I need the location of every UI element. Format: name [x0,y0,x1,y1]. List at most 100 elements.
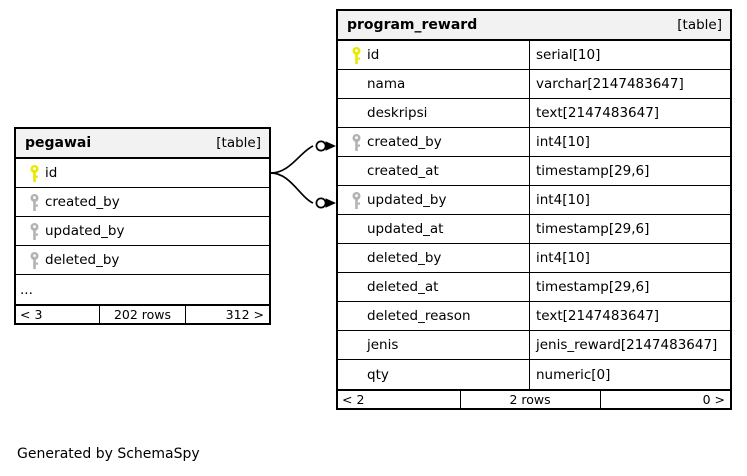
column-list-program_reward: id serial[10] nama varchar[2147483647] deskr… [338,41,730,389]
column-name-cell: updated_at [338,215,529,243]
column-row[interactable]: id [16,159,269,188]
relationship-pegawai-id-to-program_reward-updated_by [270,172,336,209]
primary-key-icon [23,164,45,182]
column-name-cell: updated_by [338,186,529,214]
table-header-pegawai: pegawai [table] [16,129,269,159]
column-name: created_by [367,134,442,150]
column-name: jenis [367,337,399,353]
column-row[interactable]: jenis jenis_reward[2147483647] [338,331,730,360]
column-name-cell: deleted_at [338,273,529,301]
column-type-cell: timestamp[29,6] [529,157,730,185]
foreign-key-icon [23,251,45,269]
column-row[interactable]: deleted_by [16,246,269,275]
column-name: updated_by [45,223,125,239]
column-type-cell: serial[10] [529,41,730,69]
column-type-cell: varchar[2147483647] [529,70,730,98]
table-type-label: [table] [677,17,722,33]
table-title: pegawai [25,135,92,151]
column-name-cell: ... [16,275,269,304]
foreign-key-icon [23,222,45,240]
column-type: timestamp[29,6] [536,163,650,179]
column-name: nama [367,76,406,92]
column-type-cell: int4[10] [529,186,730,214]
column-row[interactable]: qty numeric[0] [338,360,730,389]
cardinality-many-arrow [325,141,336,151]
column-list-pegawai: id created_by updated_by deleted_by... [16,159,269,304]
footer-next-count[interactable]: 312 > [225,307,264,322]
column-name: updated_at [367,221,444,237]
footer-next-count[interactable]: 0 > [702,392,725,407]
column-type: int4[10] [536,134,590,150]
column-type: int4[10] [536,250,590,266]
column-name-cell: id [338,41,529,69]
column-name-cell: created_at [338,157,529,185]
generated-by-caption: Generated by SchemaSpy [17,446,200,462]
column-row[interactable]: deleted_by int4[10] [338,244,730,273]
column-name: deleted_reason [367,308,471,324]
column-name: updated_by [367,192,447,208]
foreign-key-icon [23,193,45,211]
cardinality-zero-circle [315,140,327,152]
column-name: id [367,47,380,63]
footer-row-count: 202 rows [99,306,186,323]
cardinality-zero-circle [315,197,327,209]
column-name: deleted_by [45,252,120,268]
relationship-pegawai-id-to-program_reward-created_by [270,140,336,174]
column-row[interactable]: ... [16,275,269,304]
column-row[interactable]: id serial[10] [338,41,730,70]
column-row[interactable]: created_by int4[10] [338,128,730,157]
column-name: qty [367,366,389,383]
column-name: id [45,165,58,181]
column-name-cell: deleted_reason [338,302,529,330]
column-row[interactable]: updated_by int4[10] [338,186,730,215]
foreign-key-icon [345,191,367,209]
table-footer-pegawai: < 3 202 rows 312 > [16,304,269,323]
foreign-key-icon [345,133,367,151]
column-type-cell: jenis_reward[2147483647] [529,331,730,359]
column-type-cell: numeric[0] [529,360,730,389]
column-type-cell: text[2147483647] [529,302,730,330]
column-type: text[2147483647] [536,308,660,324]
column-name-cell: updated_by [16,217,269,245]
column-name: deleted_by [367,250,442,266]
footer-row-count: 2 rows [459,391,601,408]
column-type-cell: timestamp[29,6] [529,273,730,301]
column-type: serial[10] [536,47,601,63]
table-program_reward[interactable]: program_reward [table] id serial[10] nama v… [336,9,732,410]
primary-key-icon [345,46,367,64]
table-title: program_reward [347,17,478,33]
column-name: deskripsi [367,105,428,121]
column-name: ... [20,281,33,298]
column-row[interactable]: nama varchar[2147483647] [338,70,730,99]
column-row[interactable]: deskripsi text[2147483647] [338,99,730,128]
footer-prev-count[interactable]: < 3 [20,307,43,322]
column-name-cell: created_by [16,188,269,216]
column-row[interactable]: created_at timestamp[29,6] [338,157,730,186]
column-type: varchar[2147483647] [536,76,684,92]
column-row[interactable]: updated_by [16,217,269,246]
table-header-program_reward: program_reward [table] [338,11,730,41]
column-name: deleted_at [367,279,439,295]
column-type: numeric[0] [536,366,611,383]
column-row[interactable]: deleted_at timestamp[29,6] [338,273,730,302]
column-type-cell: text[2147483647] [529,99,730,127]
table-footer-program_reward: < 2 2 rows 0 > [338,389,730,408]
column-name: created_at [367,163,439,179]
column-row[interactable]: created_by [16,188,269,217]
column-row[interactable]: updated_at timestamp[29,6] [338,215,730,244]
column-type-cell: int4[10] [529,244,730,272]
footer-prev-count[interactable]: < 2 [342,392,365,407]
column-name: created_by [45,194,120,210]
column-name-cell: deskripsi [338,99,529,127]
table-type-label: [table] [216,135,261,151]
column-name-cell: deleted_by [338,244,529,272]
column-name-cell: deleted_by [16,246,269,274]
column-name-cell: qty [338,360,529,389]
column-type: timestamp[29,6] [536,221,650,237]
column-name-cell: id [16,159,269,187]
column-row[interactable]: deleted_reason text[2147483647] [338,302,730,331]
column-name-cell: nama [338,70,529,98]
column-type: int4[10] [536,192,590,208]
column-type: jenis_reward[2147483647] [536,337,718,353]
